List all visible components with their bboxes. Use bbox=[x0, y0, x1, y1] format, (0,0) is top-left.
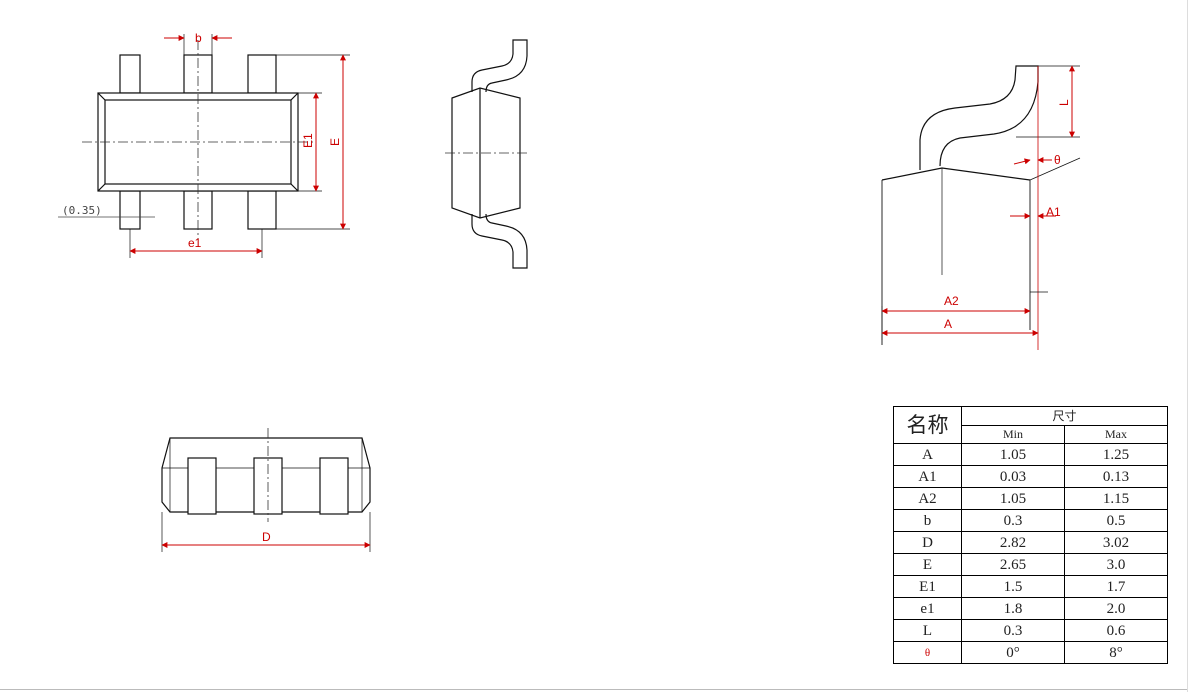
table-header-min: Min bbox=[961, 424, 1065, 444]
side-view bbox=[445, 39, 528, 269]
table-cell-name: E bbox=[893, 553, 962, 576]
lead-bottom-3 bbox=[247, 190, 277, 230]
table-cell-name: L bbox=[893, 619, 962, 642]
lead-top-1 bbox=[119, 54, 141, 94]
table-cell-min: 0° bbox=[961, 641, 1065, 664]
table-cell-min: 0.3 bbox=[961, 509, 1065, 532]
table-cell-min: 1.05 bbox=[961, 487, 1065, 510]
label-E: E bbox=[328, 138, 342, 146]
bottom-lead-3 bbox=[319, 457, 349, 515]
label-E1: E1 bbox=[301, 133, 315, 148]
bottom-view bbox=[161, 428, 371, 552]
table-cell-max: 1.15 bbox=[1064, 487, 1168, 510]
table-cell-name: A2 bbox=[893, 487, 962, 510]
detail-view bbox=[881, 65, 1081, 350]
bottom-lead-1 bbox=[187, 457, 217, 515]
detail-body-top bbox=[881, 167, 1031, 181]
dim-theta-left bbox=[1013, 158, 1031, 165]
side-lead-top bbox=[471, 39, 528, 93]
label-ref-035: (0.35) bbox=[62, 204, 102, 217]
table-cell-min: 2.65 bbox=[961, 553, 1065, 576]
table-cell-min: 0.3 bbox=[961, 619, 1065, 642]
label-A1: A1 bbox=[1046, 205, 1061, 219]
label-b: b bbox=[195, 31, 202, 45]
table-cell-name: θ bbox=[893, 641, 962, 664]
table-cell-max: 8° bbox=[1064, 641, 1168, 664]
label-theta: θ bbox=[1054, 153, 1061, 167]
table-cell-min: 1.8 bbox=[961, 597, 1065, 620]
detail-dimensions bbox=[881, 65, 1075, 336]
table-header-row: 名称 尺寸 bbox=[893, 406, 1168, 444]
detail-lead bbox=[919, 65, 1039, 170]
table-cell-max: 3.02 bbox=[1064, 531, 1168, 554]
table-cell-name: D bbox=[893, 531, 962, 554]
top-view-dimensions bbox=[129, 35, 346, 254]
table-cell-max: 0.5 bbox=[1064, 509, 1168, 532]
table-cell-name: A bbox=[893, 443, 962, 466]
table-cell-max: 0.13 bbox=[1064, 465, 1168, 488]
table-header-max: Max bbox=[1064, 424, 1168, 444]
label-D: D bbox=[262, 530, 271, 544]
table-cell-max: 0.6 bbox=[1064, 619, 1168, 642]
table-header-name: 名称 bbox=[893, 406, 962, 444]
top-view bbox=[58, 34, 350, 258]
page-bottom-rule bbox=[0, 689, 1188, 690]
side-lead-bottom bbox=[471, 213, 528, 269]
label-A2: A2 bbox=[944, 294, 959, 308]
table-cell-min: 1.05 bbox=[961, 443, 1065, 466]
label-e1: e1 bbox=[188, 236, 202, 250]
table-cell-name: e1 bbox=[893, 597, 962, 620]
lead-bottom-1 bbox=[119, 190, 141, 230]
table-cell-name: E1 bbox=[893, 575, 962, 598]
label-L: L bbox=[1057, 99, 1071, 106]
table-cell-name: b bbox=[893, 509, 962, 532]
lead-top-3 bbox=[247, 54, 277, 94]
table-cell-max: 2.0 bbox=[1064, 597, 1168, 620]
table-cell-max: 3.0 bbox=[1064, 553, 1168, 576]
table-header-group: 尺寸 bbox=[961, 406, 1168, 426]
table-cell-min: 0.03 bbox=[961, 465, 1065, 488]
table-cell-max: 1.7 bbox=[1064, 575, 1168, 598]
table-cell-min: 1.5 bbox=[961, 575, 1065, 598]
table-cell-name: A1 bbox=[893, 465, 962, 488]
label-A: A bbox=[944, 317, 952, 331]
table-cell-min: 2.82 bbox=[961, 531, 1065, 554]
table-cell-max: 1.25 bbox=[1064, 443, 1168, 466]
